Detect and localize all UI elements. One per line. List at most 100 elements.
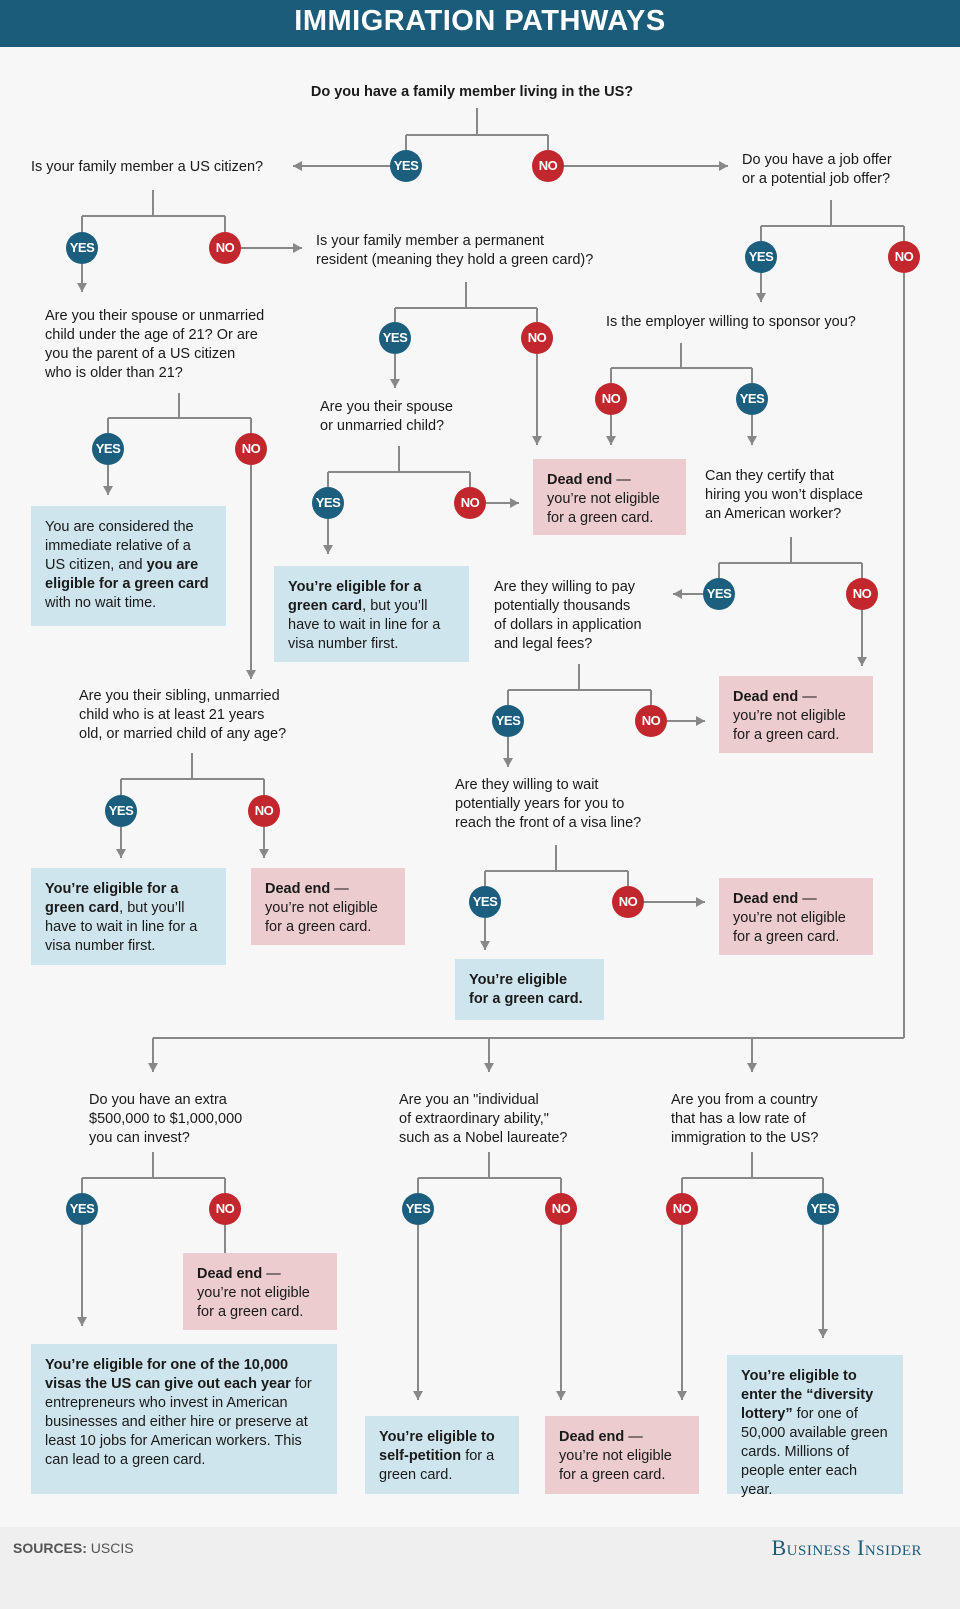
no-answer-circle: NO	[612, 886, 644, 918]
outcome-emphasis: Dead end	[559, 1429, 625, 1445]
yes-answer-circle: YES	[390, 150, 422, 182]
yes-answer-circle: YES	[492, 705, 524, 737]
eligible-outcome-box: You’re eligible for a green card, but yo…	[274, 566, 469, 662]
no-answer-circle: NO	[248, 795, 280, 827]
outcome-emphasis: Dead end	[547, 472, 613, 488]
arrowhead-icon	[719, 161, 728, 171]
yes-answer-circle: YES	[807, 1193, 839, 1225]
sources-label: SOURCES:	[13, 1540, 87, 1556]
arrowhead-icon	[556, 1391, 566, 1400]
yes-answer-circle: YES	[312, 487, 344, 519]
arrowhead-icon	[148, 1063, 158, 1072]
eligible-outcome-box: You’re eligible to self-petition for a g…	[365, 1416, 519, 1494]
arrowhead-icon	[606, 436, 616, 445]
outcome-text: , but you’ll have to wait in line for a …	[288, 598, 441, 652]
outcome-text: You are considered the immediate relativ…	[45, 519, 194, 573]
yes-answer-circle: YES	[703, 578, 735, 610]
outcome-emphasis: Dead end	[733, 891, 799, 907]
question-4: Is your family member a permanent reside…	[316, 233, 594, 268]
arrowhead-icon	[259, 849, 269, 858]
arrowhead-icon	[747, 1063, 757, 1072]
no-answer-circle: NO	[454, 487, 486, 519]
question-12: Do you have an extra $500,000 to $1,000,…	[89, 1092, 243, 1146]
arrowhead-icon	[673, 589, 682, 599]
no-answer-circle: NO	[635, 705, 667, 737]
yes-answer-circle: YES	[745, 241, 777, 273]
yes-answer-circle: YES	[469, 886, 501, 918]
sources-credit: SOURCES: USCIS	[13, 1540, 134, 1556]
question-7: Are you their spouse or unmarried child?	[320, 399, 453, 434]
yes-answer-circle: YES	[66, 232, 98, 264]
arrowhead-icon	[747, 436, 757, 445]
no-answer-circle: NO	[545, 1193, 577, 1225]
no-answer-circle: NO	[846, 578, 878, 610]
eligible-outcome-box: You’re eligible for a green card.	[455, 959, 604, 1020]
arrowhead-icon	[77, 283, 87, 292]
arrowhead-icon	[677, 1391, 687, 1400]
arrowhead-icon	[116, 849, 126, 858]
outcome-text: for entrepreneurs who invest in American…	[45, 1376, 312, 1468]
no-answer-circle: NO	[521, 322, 553, 354]
outcome-text: with no wait time.	[45, 595, 157, 611]
business-insider-logo: Business Insider	[771, 1535, 922, 1560]
arrowhead-icon	[756, 293, 766, 302]
no-answer-circle: NO	[888, 241, 920, 273]
outcome-emphasis: You’re eligible for a green card.	[469, 972, 583, 1007]
outcome-text: — you’re not eligible for a green card.	[733, 689, 846, 743]
no-answer-circle: NO	[595, 383, 627, 415]
arrowhead-icon	[696, 897, 705, 907]
yes-answer-circle: YES	[66, 1193, 98, 1225]
yes-answer-circle: YES	[105, 795, 137, 827]
outcome-emphasis: You’re eligible for one of the 10,000 vi…	[45, 1357, 291, 1392]
yes-answer-circle: YES	[402, 1193, 434, 1225]
no-answer-circle: NO	[209, 232, 241, 264]
outcome-text: — you’re not eligible for a green card.	[547, 472, 660, 526]
question-3: Do you have a job offer or a potential j…	[742, 152, 892, 187]
no-answer-circle: NO	[235, 433, 267, 465]
dead-end-outcome-box: Dead end — you’re not eligible for a gre…	[719, 878, 873, 955]
question-2: Is your family member a US citizen?	[31, 159, 264, 175]
dead-end-outcome-box: Dead end — you’re not eligible for a gre…	[533, 459, 686, 535]
outcome-emphasis: You’re eligible to enter the “diversity …	[741, 1368, 874, 1422]
yes-answer-circle: YES	[379, 322, 411, 354]
footer: SOURCES: USCIS Business Insider	[0, 1527, 960, 1609]
outcome-emphasis: Dead end	[733, 689, 799, 705]
question-10: Are you their sibling, unmarried child w…	[79, 688, 287, 742]
question-14: Are you from a country that has a low ra…	[671, 1092, 819, 1146]
question-6: Is the employer willing to sponsor you?	[606, 314, 856, 330]
dead-end-outcome-box: Dead end — you’re not eligible for a gre…	[183, 1253, 337, 1330]
outcome-emphasis: You’re eligible for a green card	[288, 579, 422, 614]
arrowhead-icon	[293, 243, 302, 253]
eligible-outcome-box: You are considered the immediate relativ…	[31, 506, 226, 626]
outcome-text: , but you’ll have to wait in line for a …	[45, 900, 198, 954]
arrowhead-icon	[103, 486, 113, 495]
yes-answer-circle: YES	[736, 383, 768, 415]
outcome-emphasis: You’re eligible for a green card	[45, 881, 179, 916]
question-8: Can they certify that hiring you won’t d…	[705, 468, 863, 522]
question-1: Do you have a family member living in th…	[310, 84, 634, 100]
page-title: IMMIGRATION PATHWAYS	[294, 5, 666, 37]
outcome-emphasis: You’re eligible to self-petition	[379, 1429, 495, 1464]
arrowhead-icon	[390, 379, 400, 388]
outcome-text: — you’re not eligible for a green card.	[733, 891, 846, 945]
outcome-text: for one of 50,000 available green cards.…	[741, 1406, 888, 1498]
no-answer-circle: NO	[666, 1193, 698, 1225]
arrowhead-icon	[413, 1391, 423, 1400]
question-13: Are you an "individual of extraordinary …	[399, 1092, 568, 1146]
dead-end-outcome-box: Dead end — you’re not eligible for a gre…	[545, 1416, 699, 1494]
arrowhead-icon	[77, 1317, 87, 1326]
outcome-text: for a green card.	[379, 1448, 495, 1483]
arrowhead-icon	[246, 670, 256, 679]
arrowhead-icon	[857, 657, 867, 666]
arrowhead-icon	[480, 941, 490, 950]
question-11: Are they willing to wait potentially yea…	[455, 777, 642, 831]
sources-value: USCIS	[86, 1540, 134, 1556]
no-answer-circle: NO	[532, 150, 564, 182]
outcome-text: — you’re not eligible for a green card.	[559, 1429, 672, 1483]
arrowhead-icon	[293, 161, 302, 171]
arrowhead-icon	[484, 1063, 494, 1072]
eligible-outcome-box: You’re eligible for a green card, but yo…	[31, 868, 226, 965]
arrowhead-icon	[818, 1329, 828, 1338]
question-5: Are you their spouse or unmarried child …	[45, 308, 265, 381]
